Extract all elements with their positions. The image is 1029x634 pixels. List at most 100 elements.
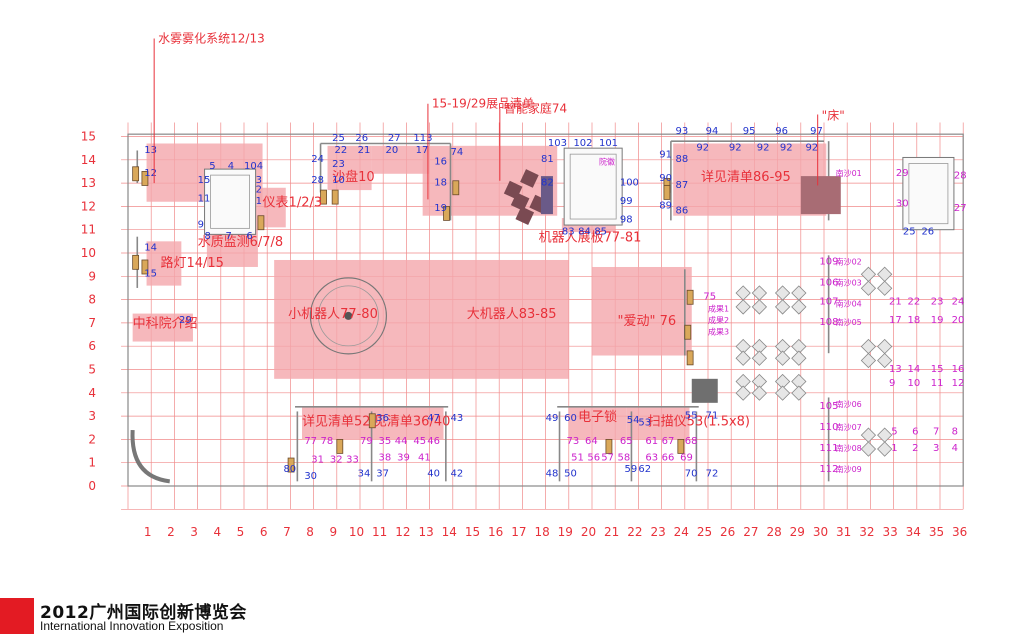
booth-number: 5	[209, 161, 215, 172]
booth-number: 57	[601, 452, 614, 463]
booth-number: 71	[706, 410, 719, 421]
booth-number: 95	[743, 126, 756, 137]
x-axis-tick: 31	[836, 525, 851, 539]
pedestal	[141, 171, 149, 186]
display-pedestal	[791, 285, 807, 301]
booth-number: 58	[618, 452, 631, 463]
booth-number: 1	[891, 443, 897, 454]
booth-number: 92	[757, 142, 770, 153]
booth-number: 102	[573, 138, 592, 149]
callout-label: "床"	[822, 108, 845, 122]
booth-number: 17	[416, 145, 429, 156]
booth-number: 36	[376, 413, 389, 424]
booth-number: 31	[311, 455, 324, 466]
side-label: 院徽	[599, 156, 615, 166]
booth-number: 112	[819, 464, 838, 475]
booth-number: 10	[332, 175, 345, 186]
booth-number: 113	[413, 133, 432, 144]
x-axis-tick: 36	[952, 525, 967, 539]
display-pedestal	[735, 350, 751, 366]
x-axis-tick: 12	[395, 525, 410, 539]
booth-number: 8	[952, 427, 958, 438]
x-axis-tick: 1	[144, 525, 152, 539]
booth-number: 6	[246, 231, 252, 242]
booth-number: 49	[546, 413, 559, 424]
logo-mark	[0, 598, 34, 634]
side-label: 南沙06	[836, 399, 862, 409]
booth-number: 23	[332, 159, 345, 170]
furniture-piece	[515, 206, 535, 226]
zone-label: "爱动" 76	[618, 314, 677, 329]
booth-number: 2	[256, 184, 262, 195]
furniture-piece	[520, 169, 539, 188]
booth-number: 80	[283, 464, 296, 475]
x-axis-tick: 19	[558, 525, 573, 539]
robot-dot	[344, 311, 353, 320]
booth-number: 20	[952, 315, 965, 326]
y-axis-tick: 5	[88, 363, 96, 377]
x-axis-tick: 6	[260, 525, 268, 539]
booth-number: 38	[379, 452, 392, 463]
display-pedestal	[860, 427, 877, 443]
booth-number: 11	[198, 194, 211, 205]
booth-number: 111	[819, 443, 838, 454]
zone-label: 扫描仪53(1.5x8)	[648, 414, 750, 429]
x-axis-tick: 24	[674, 525, 689, 539]
booth-number: 73	[566, 436, 579, 447]
display-pedestal	[735, 373, 751, 390]
zone-label: 路灯14/15	[160, 255, 223, 271]
booth-number: 2	[912, 443, 918, 454]
booth-number: 92	[729, 142, 742, 153]
booth-number: 109	[819, 257, 838, 268]
booth-number: 87	[676, 180, 689, 191]
booth-number: 17	[889, 315, 902, 326]
y-axis-tick: 9	[88, 269, 96, 283]
booth-number: 4	[952, 443, 958, 454]
booth-number: 99	[620, 196, 633, 207]
exhibit-zone	[302, 406, 374, 440]
booth-number: 61	[645, 436, 658, 447]
exhibit-zone	[592, 266, 692, 356]
booth-number: 1	[256, 196, 262, 207]
x-axis-tick: 11	[372, 525, 387, 539]
display-pedestal	[877, 441, 893, 457]
display-pedestal	[877, 338, 893, 355]
booth-number: 46	[427, 436, 440, 447]
hall-outline	[127, 133, 964, 487]
pedestal	[132, 166, 140, 182]
zone-label: 仪表1/2/3	[263, 195, 323, 210]
x-axis-tick: 33	[882, 525, 897, 539]
booth-number: 5	[891, 427, 897, 438]
booth-number: 69	[680, 452, 693, 463]
side-label: 成果3	[708, 327, 729, 337]
booth-number: 86	[676, 205, 689, 216]
y-axis-tick: 0	[88, 479, 96, 493]
booth-number: 22	[908, 296, 921, 307]
booth-number: 21	[889, 296, 902, 307]
booth-number: 7	[225, 231, 231, 242]
booth-number: 25	[903, 226, 916, 237]
booth-number: 13	[144, 145, 157, 156]
display-pedestal	[877, 266, 893, 282]
booth-number: 28	[311, 175, 324, 186]
booth-number: 9	[198, 219, 204, 230]
side-label: 南沙01	[836, 168, 862, 178]
booth-number: 84	[578, 226, 591, 237]
pedestal	[368, 413, 376, 429]
booth-number: 74	[450, 147, 463, 158]
y-axis-tick: 3	[88, 409, 96, 423]
display-pedestal	[751, 385, 768, 401]
zone-label: 详见清单86-95	[701, 170, 791, 185]
kiosk	[691, 378, 718, 403]
booth-number: 15	[144, 268, 157, 279]
booth-number: 56	[587, 452, 600, 463]
x-axis-tick: 2	[167, 525, 175, 539]
pedestal	[686, 350, 694, 366]
booth-number: 75	[703, 292, 716, 303]
booth-number: 62	[638, 464, 651, 475]
pedestal	[677, 438, 685, 454]
x-axis-tick: 35	[929, 525, 944, 539]
booth-number: 15	[931, 364, 944, 375]
x-axis-tick: 20	[581, 525, 596, 539]
